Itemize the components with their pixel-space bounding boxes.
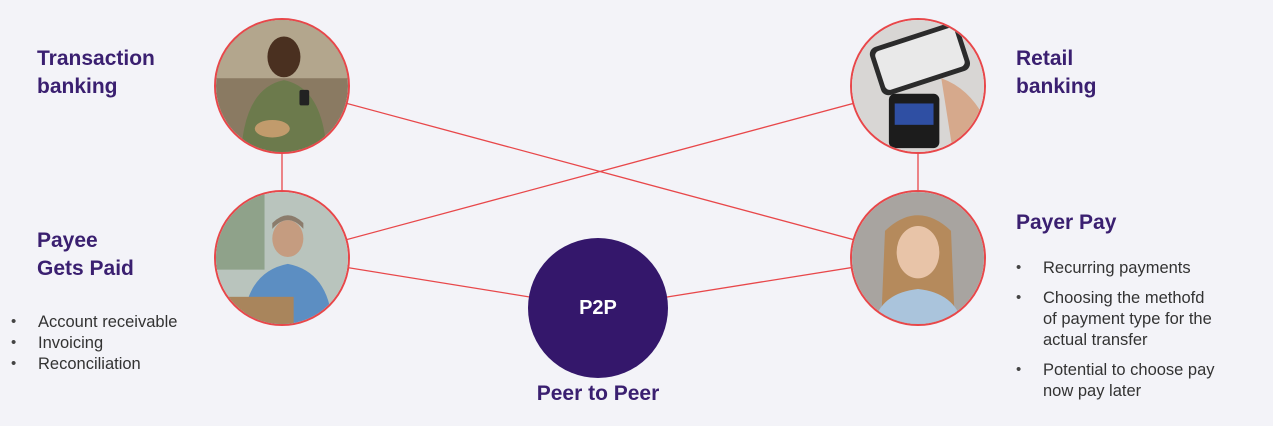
transaction-banking-title-line2: banking [37,75,118,98]
retail-banking-photo [850,18,986,154]
payer-title: Payer Pay [1016,211,1117,234]
list-item: Reconciliation [11,353,177,375]
connector-payee-to-retail [281,85,919,258]
list-item: Recurring payments [1016,257,1215,279]
payer-bullet-list: Recurring payments Choosing the methofd … [1016,257,1215,402]
transaction-banking-photo [214,18,350,154]
payer-bullet-3-line-1: Potential to choose pay [1043,361,1215,379]
payee-photo [214,190,350,326]
retail-banking-title-line2: banking [1016,75,1097,98]
payee-bullet-list: Account receivable Invoicing Reconciliat… [11,311,177,375]
list-item: Potential to choose pay now pay later [1016,359,1215,402]
payer-bullet-2-line-2: of payment type for the [1043,310,1212,328]
payee-title-line1: Payee [37,229,98,252]
transaction-banking-title: Transaction banking [37,45,155,101]
retail-banking-title-line1: Retail [1016,47,1074,70]
list-item: Invoicing [11,332,177,354]
payee-title-line2: Gets Paid [37,257,134,280]
p2p-hub-circle: P2P [528,238,668,378]
list-item: Account receivable [11,311,177,333]
p2p-hub-caption: Peer to Peer [536,382,660,405]
transaction-banking-title-line1: Transaction [37,47,155,70]
payer-bullet-3-line-2: now pay later [1043,382,1142,400]
payee-gets-paid-title: Payee Gets Paid [37,227,134,283]
payer-bullet-1-line-1: Recurring payments [1043,259,1191,277]
payer-bullet-2-line-3: actual transfer [1043,331,1148,349]
retail-banking-title: Retail banking [1016,45,1097,101]
p2p-hub-label: P2P [579,296,617,319]
payer-photo [850,190,986,326]
list-item: Choosing the methofd of payment type for… [1016,287,1215,351]
payer-bullet-2-line-1: Choosing the methofd [1043,289,1205,307]
payer-pay-title: Payer Pay [1016,209,1116,237]
